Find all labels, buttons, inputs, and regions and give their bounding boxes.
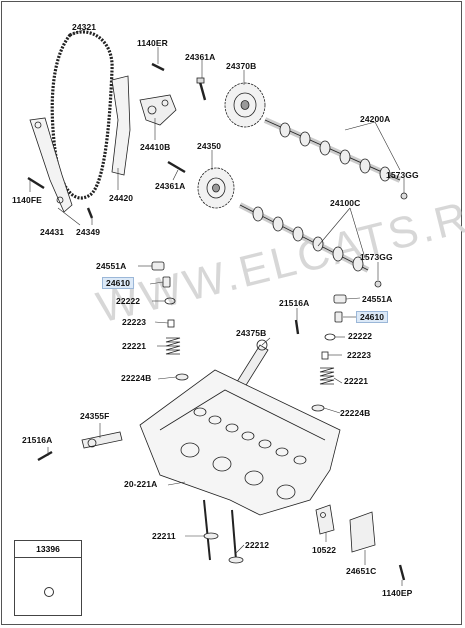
inset-label: 13396 xyxy=(36,544,60,554)
label-24350: 24350 xyxy=(197,141,222,151)
gasket-10522 xyxy=(315,504,335,535)
bolt-24361A-mid xyxy=(167,160,186,174)
leader-lines xyxy=(29,27,405,586)
label-1573GG-bot: 1573GG xyxy=(360,252,393,262)
label-22224B-right: 22224B xyxy=(340,408,371,418)
camshaft-24200A xyxy=(263,117,408,200)
timing-chain xyxy=(50,30,114,200)
label-22221-left: 22221 xyxy=(122,341,147,351)
label-24610-right: 24610 xyxy=(356,311,389,323)
label-22211: 22211 xyxy=(152,531,176,541)
label-22222-left: 22222 xyxy=(116,296,141,306)
label-22224B-left: 22224B xyxy=(121,373,152,383)
label-24370B: 24370B xyxy=(226,61,257,71)
bracket-24651C xyxy=(349,511,376,553)
label-1140FE: 1140FE xyxy=(12,195,42,205)
label-24361A-mid: 24361A xyxy=(155,181,186,191)
label-24355F: 24355F xyxy=(80,411,110,421)
lash-adjuster-left xyxy=(151,261,176,328)
label-24375B: 24375B xyxy=(236,328,267,338)
label-21516A-right: 21516A xyxy=(279,298,310,308)
label-24551A-left: 24551A xyxy=(96,261,127,271)
label-24321: 24321 xyxy=(72,22,97,32)
chain-tensioner xyxy=(139,94,177,126)
cylinder-head-20-221A xyxy=(139,369,341,516)
label-24200A: 24200A xyxy=(360,114,391,124)
label-24349: 24349 xyxy=(76,227,101,237)
label-24361A-top: 24361A xyxy=(185,52,216,62)
bolt-24361A-top xyxy=(196,77,207,101)
label-24651C: 24651C xyxy=(346,566,377,576)
bolt-24349 xyxy=(86,207,94,219)
camshaft-24100C xyxy=(238,202,382,288)
label-24100C: 24100C xyxy=(330,198,361,208)
inset-box: 13396 xyxy=(14,540,82,616)
label-20-221A: 20-221A xyxy=(124,479,158,489)
valve-spring-right xyxy=(311,367,335,412)
bolt-1140EP xyxy=(398,564,406,581)
cam-sprocket-24350 xyxy=(197,167,235,209)
label-1140EP: 1140EP xyxy=(382,588,413,598)
cam-sprocket-24370B xyxy=(224,82,266,128)
chain-guide-right xyxy=(111,75,131,176)
label-22223-right: 22223 xyxy=(347,350,372,360)
label-21516A-left: 21516A xyxy=(22,435,53,445)
label-24610-left: 24610 xyxy=(102,277,135,289)
bolt-1140ER xyxy=(151,62,165,72)
bolt-1140FE xyxy=(27,176,45,190)
lash-adjuster-right xyxy=(321,294,347,360)
label-22223-left: 22223 xyxy=(122,317,147,327)
intake-valve-22211 xyxy=(203,499,219,561)
label-22212: 22212 xyxy=(245,540,270,550)
exhaust-valve-22212 xyxy=(228,509,244,564)
inset-divider xyxy=(15,557,81,558)
label-24410B: 24410B xyxy=(140,142,171,152)
label-1140ER: 1140ER xyxy=(137,38,168,48)
label-1573GG-top: 1573GG xyxy=(386,170,419,180)
label-22222-right: 22222 xyxy=(348,331,373,341)
valve-spring-left xyxy=(165,337,189,381)
label-24551A-right: 24551A xyxy=(362,294,393,304)
clip-icon xyxy=(44,587,54,597)
chain-guide-left xyxy=(29,117,73,213)
label-24420: 24420 xyxy=(109,193,134,203)
cam-position-sensor-24355F xyxy=(81,431,123,449)
label-10522: 10522 xyxy=(312,545,337,555)
label-22221-right: 22221 xyxy=(344,376,369,386)
label-24431: 24431 xyxy=(40,227,65,237)
bolt-21516A-right xyxy=(294,319,300,335)
bolt-21516A-left xyxy=(37,450,53,462)
